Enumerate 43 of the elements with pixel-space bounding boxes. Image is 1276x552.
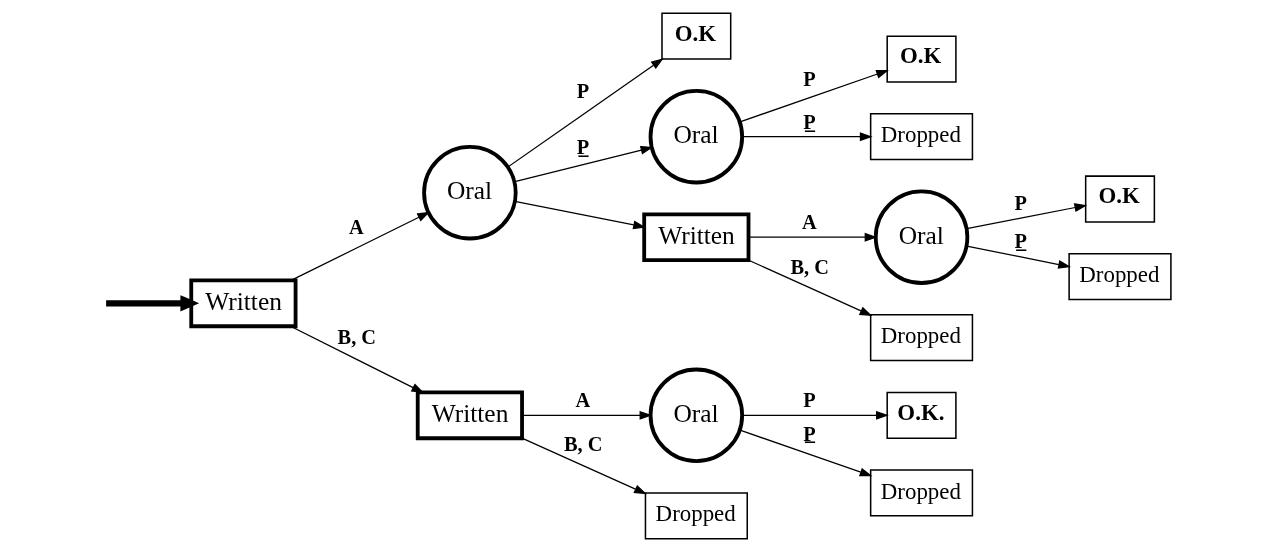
arrow <box>507 58 664 168</box>
node-box: O.K <box>1084 175 1156 223</box>
edge-label: B, C <box>564 432 603 455</box>
edge-label: A <box>349 216 364 239</box>
node-box: Written <box>415 390 524 441</box>
node-box: O.K <box>886 35 957 83</box>
node-box: O.K <box>661 12 732 60</box>
node-box: Dropped <box>869 314 974 362</box>
node-box: Dropped <box>1068 252 1172 301</box>
arrow <box>290 211 430 282</box>
arrow <box>742 132 873 142</box>
node-box: Written <box>642 212 751 262</box>
edge-label: P̲ <box>1014 230 1027 253</box>
node-box: Written <box>189 278 298 329</box>
edge-label: P <box>803 389 816 412</box>
arrow <box>966 245 1071 269</box>
node-circle: Oral <box>648 367 745 464</box>
node-circle: Oral <box>648 88 745 185</box>
node-box: O.K. <box>886 391 957 439</box>
edge-label: B, C <box>790 255 829 278</box>
node-box: Dropped <box>869 469 974 517</box>
arrow <box>739 429 873 477</box>
arrow <box>742 410 889 420</box>
edge-label: A <box>801 211 817 234</box>
node-box: Dropped <box>644 492 748 540</box>
edge-label: P <box>576 80 590 103</box>
node-circle: Oral <box>422 144 518 241</box>
arrow <box>521 437 647 495</box>
arrow <box>748 259 873 317</box>
arrow <box>739 70 889 123</box>
arrow <box>514 145 654 183</box>
edge-label: P̲ <box>803 110 816 133</box>
arrow <box>966 203 1088 230</box>
node-box: Dropped <box>869 113 974 161</box>
edge-label: B, C <box>337 325 376 348</box>
edge-label: P <box>1014 192 1027 215</box>
edge-label: P̲ <box>803 422 816 445</box>
arrow <box>289 325 425 394</box>
edge-label: A <box>575 389 591 412</box>
arrow <box>514 200 646 230</box>
node-circle: Oral <box>873 189 970 285</box>
edge-label: P̲ <box>576 136 590 159</box>
edge-label: P <box>803 67 816 90</box>
